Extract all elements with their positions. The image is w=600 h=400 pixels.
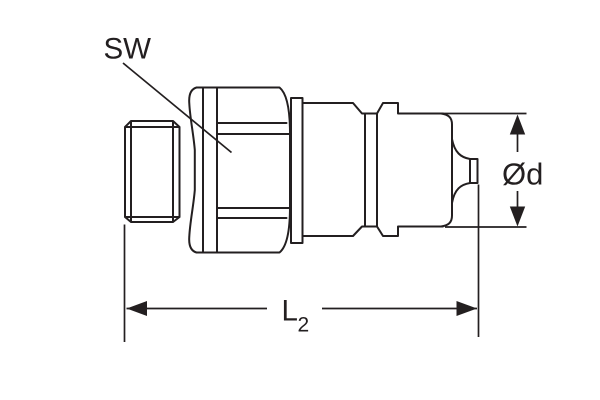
wrench-size-label: SW [104, 33, 152, 66]
sw-leader-line [122, 62, 233, 154]
collar-washer [290, 97, 304, 244]
diameter-arrowhead-down [509, 206, 526, 227]
length-arrowhead-right [456, 301, 477, 316]
spacer-washer [202, 86, 218, 254]
profile-washer [188, 86, 204, 254]
diameter-arrowhead-up [509, 114, 526, 135]
length-label-subscript: 2 [298, 314, 310, 337]
body-and-nipple [301, 102, 453, 237]
length-arrowhead-left [126, 301, 147, 316]
thread-stud [124, 120, 181, 223]
hex-nut [216, 86, 291, 254]
valve-poppet [451, 138, 479, 204]
length-label: L [282, 295, 298, 328]
diameter-label: Ød [502, 157, 543, 192]
length-dimension [123, 184, 480, 342]
diameter-dimension [443, 112, 527, 228]
